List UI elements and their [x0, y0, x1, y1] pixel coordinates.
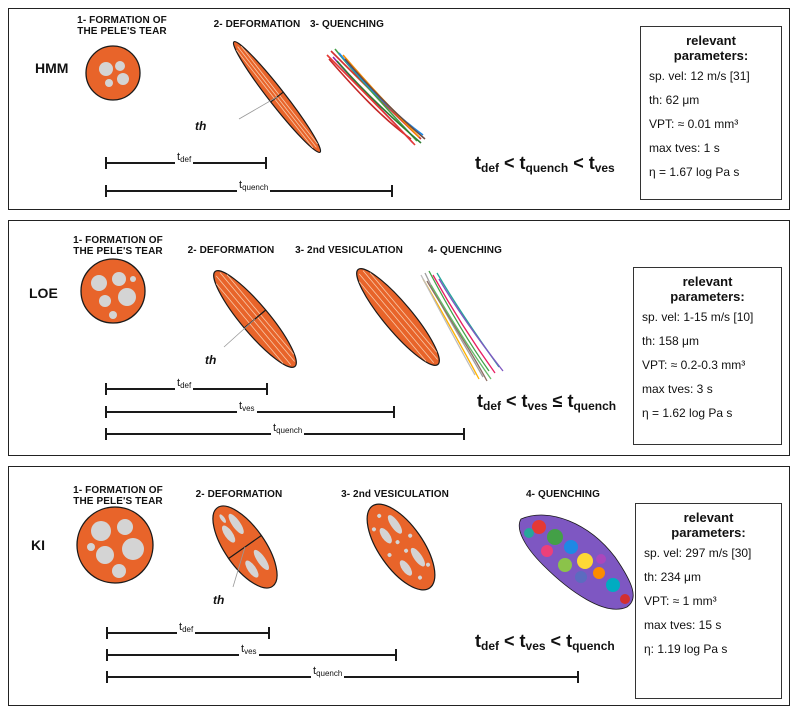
param-thickness: th: 234 μm — [644, 570, 701, 584]
relation-term: tdef — [475, 631, 499, 653]
timeline-label-def: tdef — [177, 621, 196, 634]
stage-formation: 1- FORMATION OF THE PELE'S TEAR — [73, 235, 163, 257]
parameters-box: relevant parameters: sp. vel: 297 m/s [3… — [635, 503, 782, 699]
stage-formation: 1- FORMATION OF THE PELE'S TEAR — [73, 485, 163, 507]
relation-term: tves — [588, 153, 615, 175]
vesicle — [109, 311, 117, 319]
time-relation: tdef < tves < tquench — [475, 631, 615, 653]
param-vpt: VPT: ≈ 0.2-0.3 mm³ — [642, 358, 746, 372]
th-leader-line — [223, 318, 256, 348]
parameters-box: relevant parameters: sp. vel: 12 m/s [31… — [640, 26, 782, 200]
vesicle — [96, 546, 114, 564]
vesicle — [117, 519, 133, 535]
relation-operator: < — [501, 391, 522, 411]
param-vpt: VPT: ≈ 0.01 mm³ — [649, 117, 739, 131]
param-thickness: th: 62 μm — [649, 93, 700, 107]
relation-operator: < — [499, 153, 520, 173]
relation-operator: < — [568, 153, 589, 173]
param-speed: sp. vel: 1-15 m/s [10] — [642, 310, 754, 324]
stage-quenching: 3- QUENCHING — [310, 19, 384, 30]
vesicle — [112, 564, 126, 578]
timeline-label-quench: tquench — [271, 422, 305, 435]
param-viscosity: η: 1.19 log Pa s — [644, 642, 728, 656]
quenched-fibres — [326, 48, 426, 146]
relation-operator: < — [545, 631, 567, 651]
th-label: th — [205, 353, 217, 367]
time-relation: tdef < tquench < tves — [475, 153, 615, 175]
timeline-label-def: tdef — [175, 377, 194, 390]
panel-ki: KI 1- FORMATION OF THE PELE'S TEAR 2- DE… — [8, 466, 790, 706]
relation-term: tdef — [475, 153, 499, 175]
param-max-tves: max tves: 3 s — [642, 382, 713, 396]
timeline-label-quench: tquench — [311, 665, 345, 678]
parameters-title: relevant parameters: — [673, 33, 749, 63]
relation-term: tves — [519, 631, 546, 653]
timeline-label-quench: tquench — [237, 179, 271, 192]
pele-tear-drop — [80, 258, 146, 324]
param-max-tves: max tves: 15 s — [644, 618, 722, 632]
vesicle — [122, 538, 144, 560]
time-relation: tdef < tves ≤ tquench — [477, 391, 616, 413]
stage-formation: 1- FORMATION OF THE PELE'S TEAR — [77, 15, 167, 37]
timeline-label-ves: tves — [237, 400, 257, 413]
stage-deformation: 2- DEFORMATION — [187, 245, 275, 256]
param-viscosity: η = 1.67 log Pa s — [649, 165, 740, 179]
relation-term: tves — [521, 391, 548, 413]
vesicle — [87, 543, 95, 551]
param-speed: sp. vel: 12 m/s [31] — [649, 69, 750, 83]
param-vpt: VPT: ≈ 1 mm³ — [644, 594, 717, 608]
relation-operator: < — [499, 631, 520, 651]
timeline-label-def: tdef — [175, 151, 194, 164]
parameters-title: relevant parameters: — [671, 510, 746, 540]
vesiculated-tear — [366, 503, 436, 591]
vesicle — [99, 62, 113, 76]
th-leader-line — [232, 546, 246, 588]
stage-vesiculation: 3- 2nd VESICULATION — [341, 489, 449, 500]
th-leader-line — [238, 96, 278, 120]
relation-term: tquench — [519, 153, 569, 175]
vesicle — [105, 79, 113, 87]
vesicle — [112, 272, 126, 286]
vesicle — [118, 288, 136, 306]
sample-label: KI — [31, 537, 45, 553]
param-viscosity: η = 1.62 log Pa s — [642, 406, 733, 420]
sample-label: HMM — [35, 60, 69, 76]
vesiculated-tear — [356, 268, 440, 366]
th-label: th — [213, 593, 225, 607]
stage-quenching: 4- QUENCHING — [526, 489, 600, 500]
parameters-box: relevant parameters: sp. vel: 1-15 m/s [… — [633, 267, 782, 445]
parameters-title: relevant parameters: — [670, 274, 745, 304]
vesicle — [91, 275, 107, 291]
sample-label: LOE — [29, 285, 58, 301]
th-label: th — [195, 119, 207, 133]
panel-hmm: HMM 1- FORMATION OF THE PELE'S TEAR 2- D… — [8, 8, 790, 210]
relation-term: tquench — [566, 631, 615, 653]
param-thickness: th: 158 μm — [642, 334, 699, 348]
panel-hmm-drawing — [85, 41, 426, 197]
panel-loe-drawing — [80, 258, 504, 440]
vesicle — [117, 73, 129, 85]
vesicle — [115, 61, 125, 71]
timeline-label-ves: tves — [239, 643, 259, 656]
pele-tear-drop — [85, 45, 141, 101]
panel-loe: LOE 1- FORMATION OF THE PELE'S TEAR 2- D… — [8, 220, 790, 456]
stage-quenching: 4- QUENCHING — [428, 245, 502, 256]
quenched-fibres — [420, 270, 504, 382]
relation-term: tquench — [567, 391, 617, 413]
param-max-tves: max tves: 1 s — [649, 141, 720, 155]
stage-deformation: 2- DEFORMATION — [213, 19, 301, 30]
relation-operator: ≤ — [547, 391, 568, 411]
stage-vesiculation: 3- 2nd VESICULATION — [295, 245, 403, 256]
stage-deformation: 2- DEFORMATION — [195, 489, 283, 500]
relation-term: tdef — [477, 391, 501, 413]
vesicle — [99, 295, 111, 307]
vesicle — [91, 521, 111, 541]
param-speed: sp. vel: 297 m/s [30] — [644, 546, 752, 560]
quenched-fibres — [518, 514, 634, 610]
vesicle — [130, 276, 136, 282]
